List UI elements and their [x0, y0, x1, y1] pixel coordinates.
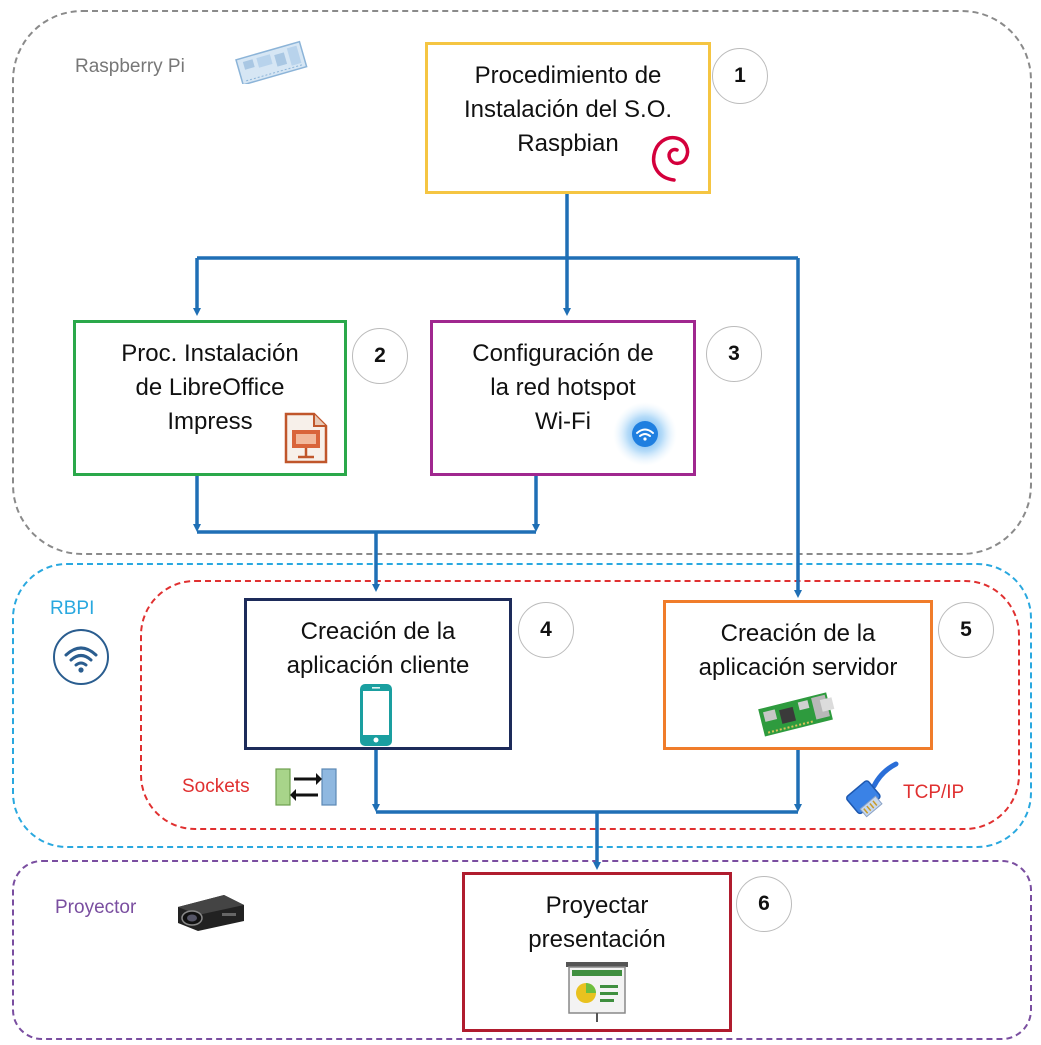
raspberry-pi-board-icon: [232, 40, 312, 89]
step-4-text: Creación de la aplicación cliente: [286, 618, 470, 679]
projector-icon: [172, 885, 248, 940]
wifi-icon: [52, 628, 110, 691]
step-3-badge: 3: [706, 326, 762, 382]
step-1-text: Procedimiento de Instalación del S.O. Ra…: [463, 62, 673, 157]
step-4-badge: 4: [518, 602, 574, 658]
raspberry-board-icon: [752, 686, 842, 743]
network-cable-icon: [838, 760, 900, 827]
region-raspberry-pi: [12, 10, 1032, 555]
step-6-badge: 6: [736, 876, 792, 932]
step-5-text: Creación de la aplicación servidor: [698, 620, 898, 681]
projection-screen-icon: [564, 960, 630, 1029]
debian-swirl-icon: [648, 128, 694, 189]
step-2-badge: 2: [352, 328, 408, 384]
region-proyector: [12, 860, 1032, 1040]
libreoffice-impress-icon: [282, 410, 330, 471]
step-1-box: Procedimiento de Instalación del S.O. Ra…: [425, 42, 711, 194]
proyector-label: Proyector: [55, 897, 137, 918]
smartphone-icon: [358, 682, 394, 753]
sockets-exchange-icon: [274, 765, 340, 814]
raspberry-pi-label: Raspberry Pi: [75, 56, 185, 77]
region-sockets-tcpip: [140, 580, 1020, 830]
wifi-hotspot-icon: [612, 401, 678, 472]
step-5-badge: 5: [938, 602, 994, 658]
rbpi-label: RBPI: [50, 598, 95, 619]
tcpip-label: TCP/IP: [903, 782, 965, 803]
step-5-box: Creación de la aplicación servidor: [663, 600, 933, 750]
step-6-text: Proyectar presentación: [528, 892, 666, 953]
step-1-badge: 1: [712, 48, 768, 104]
step-2-text: Proc. Instalación de LibreOffice Impress: [121, 340, 299, 435]
region-rbpi: [12, 563, 1032, 848]
sockets-label: Sockets: [182, 776, 250, 797]
step-3-text: Configuración de la red hotspot Wi-Fi: [472, 340, 654, 435]
